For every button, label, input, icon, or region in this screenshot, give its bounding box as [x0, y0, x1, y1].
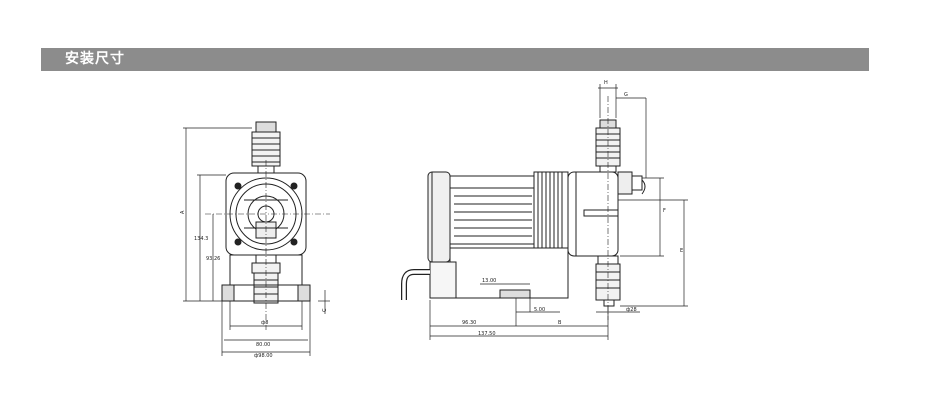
side-coupling	[533, 171, 569, 255]
dim-80-label: 80.00	[256, 342, 270, 348]
side-motor	[449, 175, 535, 249]
side-view	[401, 96, 646, 320]
side-dimensions	[429, 84, 688, 340]
dim-c-label: C	[322, 308, 328, 312]
dim-96-label: 96.30	[462, 320, 476, 326]
section-title: 安装尺寸	[65, 51, 125, 67]
side-dimension-labels: H G F E 13.00 5.00 ф28 96.30 B 137.50	[462, 80, 683, 337]
dim-e-label: E	[680, 248, 683, 254]
dim-98-label: ф98.00	[254, 353, 273, 359]
front-view	[205, 121, 330, 330]
dim-5-label: 5.00	[534, 307, 545, 313]
dim-f-label: F	[663, 208, 666, 214]
side-motor-cap	[427, 171, 451, 263]
dim-h-label: H	[604, 80, 608, 86]
dim-a-label: A	[180, 210, 186, 214]
dim-b-label: B	[558, 320, 562, 326]
side-valve	[617, 171, 646, 195]
side-base	[429, 247, 569, 299]
front-dimensions	[183, 127, 330, 356]
front-dimension-labels: A 134.3 93.26 C ф8 80.00 ф98.00	[180, 210, 328, 359]
dim-93-label: 93.26	[206, 256, 220, 262]
dim-8-label: ф8	[261, 320, 268, 326]
side-pump-head	[567, 171, 619, 257]
dim-137-label: 137.50	[478, 331, 496, 337]
dim-28-label: ф28	[626, 307, 637, 313]
dim-13-label: 13.00	[482, 278, 496, 284]
front-top-fitting	[251, 121, 281, 177]
dim-g-label: G	[624, 92, 628, 98]
dim-134-label: 134.3	[194, 236, 208, 242]
section-header-bar: 安装尺寸	[41, 48, 869, 71]
